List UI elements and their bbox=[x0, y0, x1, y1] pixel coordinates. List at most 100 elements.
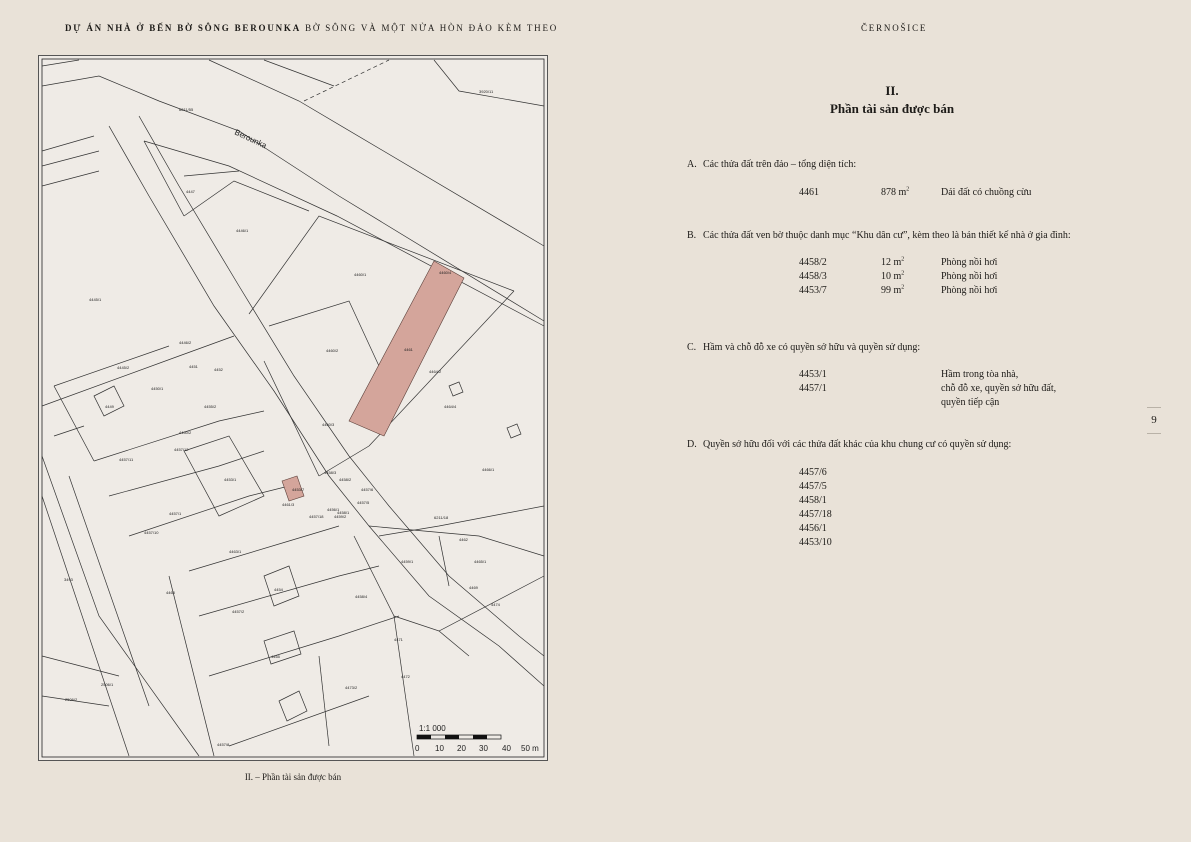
section-c-letter: C. bbox=[687, 342, 697, 353]
parcel-label: 4457/8 bbox=[217, 742, 230, 747]
parcel-label: 4461/3 bbox=[282, 502, 295, 507]
parcel-label: 4450/2 bbox=[179, 430, 192, 435]
b-row-area: 12 m2 bbox=[881, 256, 905, 268]
parcel-label: 4464/4 bbox=[444, 404, 457, 409]
parcel-label: 4449 bbox=[105, 404, 115, 409]
parcel-label: 4454 bbox=[274, 587, 284, 592]
a-row-parcel: 4461 bbox=[799, 187, 819, 198]
b-row-desc: Phòng nồi hơi bbox=[941, 257, 998, 268]
parcel-label: 4458/3 bbox=[324, 470, 337, 475]
section-c-heading: C. Hầm và chỗ đỗ xe có quyền sở hữu và qu… bbox=[687, 342, 920, 353]
header-project-title: DỰ ÁN NHÀ Ở BẾN BỜ SÔNG BEROUNKA bbox=[65, 23, 302, 33]
d-row-parcel: 4457/18 bbox=[799, 509, 832, 520]
parcel-label: 4458/2 bbox=[339, 477, 352, 482]
section-a-heading: A.Các thửa đất trên đảo – tổng diện tích… bbox=[687, 159, 856, 170]
parcel-label: 4445/1 bbox=[89, 297, 102, 302]
parcel-label: 4452 bbox=[214, 367, 224, 372]
scale-tick: 10 bbox=[435, 744, 444, 753]
b-row-area: 99 m2 bbox=[881, 284, 905, 296]
d-row-parcel: 4458/1 bbox=[799, 495, 827, 506]
river-label: Berounka bbox=[233, 128, 268, 151]
section-b-letter: B. bbox=[687, 230, 697, 241]
parcel-label: 4458/4 bbox=[355, 594, 368, 599]
d-row-parcel: 4456/1 bbox=[799, 523, 827, 534]
b-row-desc: Phòng nồi hơi bbox=[941, 285, 998, 296]
parcel-label: 4458/1 bbox=[337, 510, 350, 515]
section-d-heading: D.Quyền sở hữu đối với các thửa đất khác… bbox=[687, 439, 1011, 450]
parcel-label: 6211/55 bbox=[179, 107, 194, 112]
section-b-heading-text: Các thửa đất ven bờ thuộc danh mục “Khu … bbox=[703, 230, 1071, 241]
d-row-parcel: 4453/10 bbox=[799, 537, 832, 548]
section-a-heading-text: Các thửa đất trên đảo – tổng diện tích: bbox=[703, 159, 857, 170]
parcel-label: 4445/2 bbox=[117, 365, 130, 370]
parcel-label: 4461 bbox=[404, 347, 414, 352]
scale-tick: 40 bbox=[502, 744, 511, 753]
parcel-label: 4455/2 bbox=[204, 404, 217, 409]
scale-tick: 20 bbox=[457, 744, 466, 753]
c-desc-line: chỗ đỗ xe, quyền sở hữu đất, bbox=[941, 383, 1057, 394]
parcel-label: 4473/2 bbox=[345, 685, 358, 690]
parcel-label: 4457/11 bbox=[119, 457, 134, 462]
section-number: II. bbox=[885, 83, 899, 98]
section-d-letter: D. bbox=[687, 439, 697, 450]
parcel-label: 4453/1 bbox=[224, 477, 237, 482]
parcel-label: 4472 bbox=[401, 674, 411, 679]
parcel-label: 4471 bbox=[394, 637, 404, 642]
map-linework bbox=[41, 59, 545, 757]
c-desc-line: Hầm trong tòa nhà, bbox=[941, 369, 1019, 380]
parcel-label: 4453/7 bbox=[292, 487, 305, 492]
parcel-label: 3493 bbox=[64, 577, 74, 582]
parcel-label: 4457/18 bbox=[309, 514, 324, 519]
highlight-parcel-4461 bbox=[348, 260, 465, 437]
parcel-label: 4469 bbox=[469, 585, 479, 590]
page-number: 9 bbox=[1151, 414, 1157, 426]
cadastral-map: Berounka 6211/55 3920/11 4447 4446/1 444… bbox=[38, 55, 548, 761]
parcel-label: 4457/1 bbox=[169, 511, 182, 516]
parcel-label: 4446/1 bbox=[236, 228, 249, 233]
parcel-label: 2506/1 bbox=[101, 682, 114, 687]
scale-tick: 30 bbox=[479, 744, 488, 753]
parcel-label: 4456/1 bbox=[327, 507, 340, 512]
scale-ratio: 1:1 000 bbox=[419, 724, 446, 733]
parcel-label: 4474 bbox=[491, 602, 501, 607]
parcel-label: 4457/5 bbox=[357, 500, 370, 505]
running-header-left: DỰ ÁN NHÀ Ở BẾN BỜ SÔNG BEROUNKA BỜ SÔNG… bbox=[65, 23, 558, 33]
parcel-label: 4463/1 bbox=[229, 549, 242, 554]
c-row-parcel: 4453/1 bbox=[799, 369, 827, 380]
highlight-parcel-4453-7 bbox=[281, 475, 305, 502]
map-caption: II. – Phần tài sản được bán bbox=[244, 772, 342, 782]
b-row-parcel: 4458/3 bbox=[799, 271, 827, 282]
parcel-label: 4460/3 bbox=[322, 422, 335, 427]
parcel-label: 4457/12 bbox=[174, 447, 189, 452]
parcel-label: 4466/1 bbox=[482, 467, 495, 472]
parcel-label: 4465/1 bbox=[474, 559, 487, 564]
parcel-label: 4464/2 bbox=[429, 369, 442, 374]
parcel-labels: 6211/55 3920/11 4447 4446/1 4445/1 4460/… bbox=[64, 89, 501, 747]
parcel-label: 4451 bbox=[189, 364, 199, 369]
b-row-desc: Phòng nồi hơi bbox=[941, 271, 998, 282]
parcel-label: 4460/1 bbox=[354, 272, 367, 277]
parcel-label: 4450/1 bbox=[151, 386, 164, 391]
scale-tick: 0 bbox=[415, 744, 420, 753]
b-row-parcel: 4458/2 bbox=[799, 257, 827, 268]
scale-bar: 1:1 000 0 10 20 30 40 50 m bbox=[415, 724, 539, 753]
parcel-label: 4459/1 bbox=[401, 559, 414, 564]
parcel-label: 4457/2 bbox=[232, 609, 245, 614]
parcel-label: 4447 bbox=[186, 189, 196, 194]
c-row-parcel: 4457/1 bbox=[799, 383, 827, 394]
parcel-label: 4459/2 bbox=[334, 514, 347, 519]
d-row-parcel: 4457/6 bbox=[799, 467, 827, 478]
scale-tick: 50 m bbox=[521, 744, 539, 753]
section-c-heading-text: Hầm và chỗ đỗ xe có quyền sở hữu và quyề… bbox=[703, 342, 921, 353]
d-row-parcel: 4457/5 bbox=[799, 481, 827, 492]
parcel-label: 4460/4 bbox=[439, 270, 452, 275]
parcel-label: 4457/6 bbox=[361, 487, 374, 492]
parcel-label: 2506/2 bbox=[65, 697, 78, 702]
parcel-label: 4468 bbox=[166, 590, 176, 595]
b-row-area: 10 m2 bbox=[881, 270, 905, 282]
section-title: Phần tài sản được bán bbox=[829, 101, 955, 116]
running-header-right: ČERNOŠICE bbox=[861, 23, 928, 33]
section-b-heading: B. Các thửa đất ven bờ thuộc danh mục “Kh… bbox=[687, 230, 1071, 241]
parcel-label: 6211/18 bbox=[434, 515, 449, 520]
b-row-parcel: 4453/7 bbox=[799, 285, 827, 296]
